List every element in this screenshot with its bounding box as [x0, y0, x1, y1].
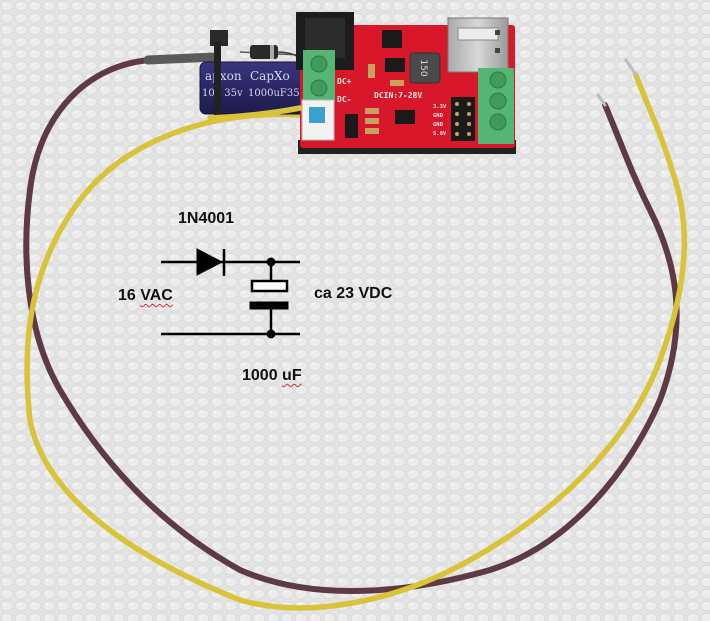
inductor-marking: 150: [418, 59, 428, 76]
capacitor-value-label: 1000 uF: [242, 367, 302, 385]
silkscreen-dc-minus: DC-: [337, 95, 351, 104]
silkscreen-pin-4: 5.0V: [433, 131, 447, 137]
smd-diode: [345, 114, 358, 138]
brown-wire: [23, 57, 680, 594]
output-voltage-label: ca 23 VDC: [314, 285, 393, 302]
diode-symbol: [196, 248, 224, 276]
heatshrink-sleeve: [143, 52, 220, 65]
input-terminal-block: [303, 50, 335, 102]
diode-1n4001: [239, 45, 311, 69]
capacitor-positive-plate: [250, 279, 289, 293]
capacitor-brand-right: CapXo: [250, 69, 290, 83]
usb-port: [447, 17, 509, 73]
voltage-regulator: [395, 110, 415, 124]
silkscreen-pin-2: GND: [433, 113, 444, 119]
silkscreen-dc-plus: DC+: [337, 77, 352, 86]
input-voltage-unit: VAC: [140, 287, 173, 304]
dc-dc-converter-board: 150 DC+ DC- DCIN:7-28V 3.3V GND GND 5.0V: [296, 12, 516, 154]
yellow-wire-tip: [624, 58, 638, 77]
pin-header: [451, 97, 475, 141]
diode-label: 1N4001: [178, 210, 235, 227]
yellow-wire: [24, 72, 687, 611]
capacitor-rating-right: 1000uF35: [248, 88, 300, 99]
yellow-wire-lead: [207, 105, 303, 121]
capacitor-unit: uF: [282, 367, 302, 384]
silkscreen-dcin: DCIN:7-28V: [374, 91, 422, 100]
schematic-diagram: [161, 248, 300, 339]
inductor: 150: [409, 52, 441, 84]
capacitor-rating-left: 100 35v: [202, 88, 243, 99]
input-voltage-label: 16 VAC: [118, 287, 173, 305]
ic-chip: [382, 30, 402, 48]
capacitor-negative-plate: [249, 301, 289, 310]
push-switch: [301, 99, 335, 141]
brown-wire-tip: [596, 93, 607, 107]
capacitor-brand-left: apxon: [205, 69, 242, 83]
silkscreen-pin-3: GND: [433, 122, 444, 128]
transistor: [385, 58, 405, 72]
silkscreen-pin-1: 3.3V: [433, 104, 447, 110]
capacitor-value: 1000: [242, 367, 278, 384]
cable-tie: [210, 30, 228, 120]
output-terminal-block: [478, 68, 514, 144]
input-voltage-value: 16: [118, 287, 136, 304]
